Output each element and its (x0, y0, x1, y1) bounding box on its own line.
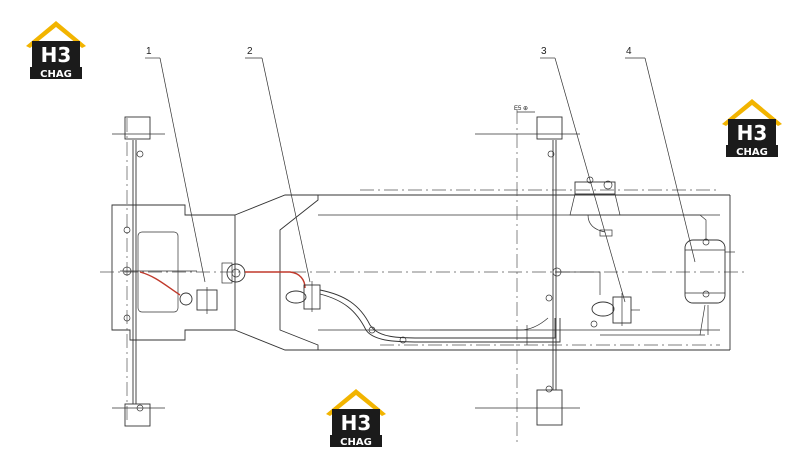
svg-text:H3: H3 (41, 43, 72, 67)
svg-text:CHAG: CHAG (340, 437, 372, 448)
component-3 (569, 176, 640, 328)
callout-4: 4 (626, 46, 632, 57)
svg-text:H3: H3 (737, 121, 768, 145)
svg-text:CHAG: CHAG (736, 147, 768, 158)
callout-2: 2 (247, 46, 253, 57)
callout-numbers: 1 2 3 4 (146, 46, 632, 57)
top-marker-label: E5 ⊕ (514, 106, 528, 112)
air-lines (319, 267, 709, 345)
center-lines (100, 110, 745, 445)
brand-logo: H3 CHAG (718, 96, 786, 158)
top-marker: E5 ⊕ (514, 106, 535, 113)
callout-3: 3 (541, 46, 547, 57)
svg-text:CHAG: CHAG (40, 69, 72, 80)
component-2 (285, 281, 321, 312)
front-brake-assembly (120, 226, 218, 322)
callout-leaders (145, 57, 696, 303)
air-tank (620, 214, 735, 304)
articulation-joint (221, 262, 306, 289)
chassis-frame (111, 194, 731, 351)
rear-axle (475, 116, 580, 426)
brand-logo: H3 CHAG (22, 18, 90, 80)
callout-1: 1 (146, 46, 152, 57)
svg-text:H3: H3 (341, 411, 372, 435)
brand-logo: H3 CHAG (322, 386, 390, 448)
front-axle (112, 116, 165, 427)
